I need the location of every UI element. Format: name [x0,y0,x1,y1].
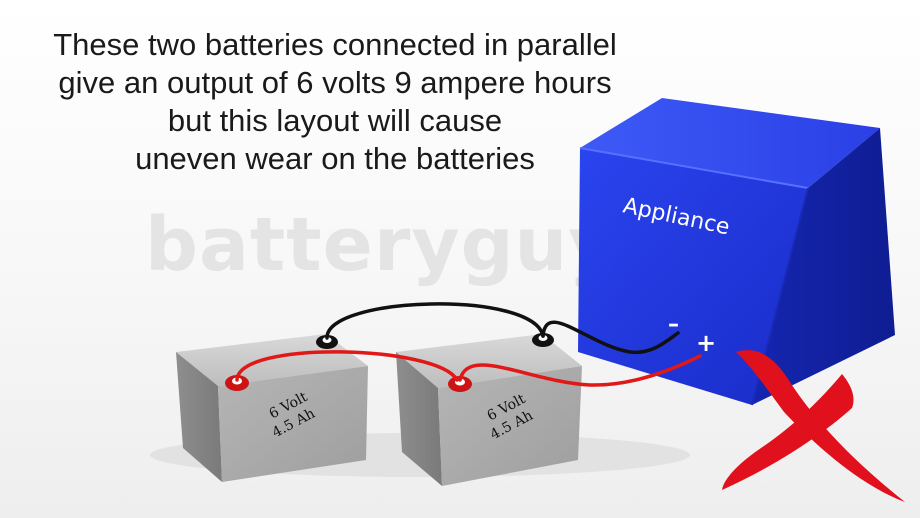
caption-line-3: but this layout will cause [167,103,503,138]
caption-line-1: These two batteries connected in paralle… [53,27,617,62]
battery-1: 6 Volt 4.5 Ah [176,334,368,482]
caption-line-2: give an output of 6 volts 9 ampere hours [58,65,612,100]
caption: These two batteries connected in paralle… [0,26,670,178]
cross-mark-icon [722,350,905,502]
negative-wires [325,302,680,355]
appliance-plus-terminal: + [696,329,716,357]
appliance-minus-terminal: – [668,312,679,337]
caption-line-4: uneven wear on the batteries [135,141,535,176]
positive-wires [235,350,702,387]
battery-2: 6 Volt 4.5 Ah [396,333,582,486]
appliance-box: Appliance – + [578,98,895,406]
